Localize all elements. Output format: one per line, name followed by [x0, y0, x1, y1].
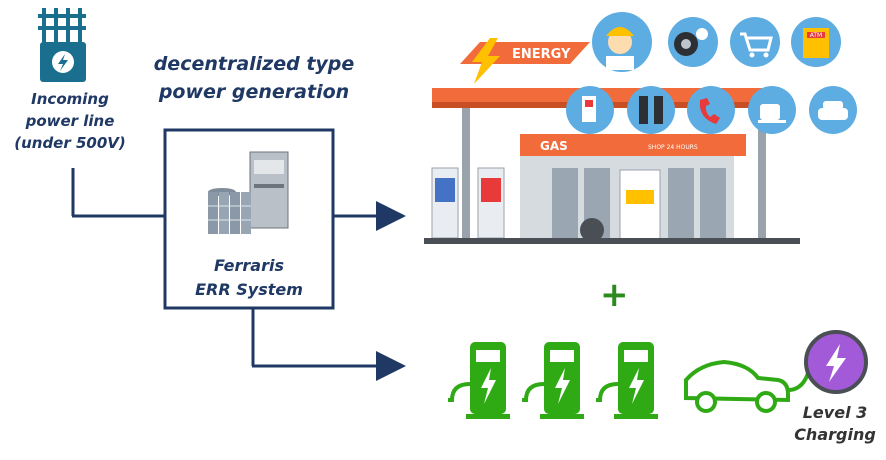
shopping-cart-icon [730, 17, 780, 67]
battery-cabinet-icon [208, 151, 289, 234]
heading-line-2: power generation [158, 81, 350, 103]
err-system-label: Ferraris ERR System [165, 254, 333, 302]
plus-sign: + [600, 275, 629, 315]
ev-charger-icon [596, 342, 658, 419]
energy-sign: ENERGY [512, 47, 571, 62]
service-icons: ATM [566, 12, 857, 134]
ev-charger-icon [448, 342, 510, 419]
shop-sign: SHOP 24 HOURS [648, 144, 698, 151]
phone-icon [687, 86, 735, 134]
charging-line-2: Charging [794, 425, 876, 444]
atm-icon: ATM [791, 17, 841, 67]
decentralized-generation-heading: decentralized type power generation [148, 50, 360, 106]
system-line-1: Ferraris [213, 256, 284, 275]
gas-station-illustration [424, 38, 800, 244]
heading-line-1: decentralized type [153, 53, 355, 75]
restroom-icon [627, 86, 675, 134]
incoming-power-line-label: Incoming power line (under 500V) [6, 88, 134, 154]
incoming-line-3: (under 500V) [14, 134, 126, 152]
atm-sign: ATM [810, 32, 822, 39]
ev-charger-icon [522, 342, 584, 419]
charging-line-1: Level 3 [802, 403, 868, 422]
lightning-bolt-icon [804, 330, 868, 394]
coffee-icon [748, 86, 796, 134]
incoming-line-1: Incoming [31, 90, 109, 108]
car-wash-icon [809, 86, 857, 134]
level-3-charging-label: Level 3 Charging [786, 402, 884, 446]
tire-gauge-icon [668, 17, 718, 67]
incoming-line-2: power line [25, 112, 115, 130]
electric-car-icon [684, 359, 814, 413]
fuel-pump-icon [566, 86, 614, 134]
gas-sign: GAS [540, 139, 568, 153]
system-line-2: ERR System [195, 280, 303, 299]
transformer-icon [38, 8, 86, 82]
attendant-icon [592, 12, 652, 72]
